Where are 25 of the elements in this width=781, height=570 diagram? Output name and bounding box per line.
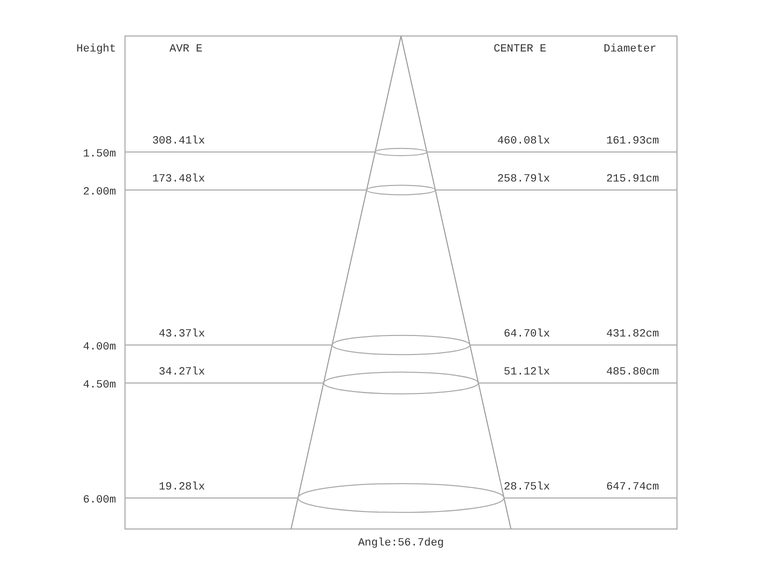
center-illuminance: 460.08lx: [497, 136, 550, 148]
height-value: 2.00m: [82, 186, 116, 200]
column-header: Diameter: [604, 44, 656, 56]
diameter-value: 647.74cm: [606, 482, 659, 494]
center-illuminance: 51.12lx: [504, 366, 550, 380]
diameter-value: 431.82cm: [606, 328, 659, 342]
height-value: 1.50m: [82, 148, 116, 162]
diameter-value: 485.80cm: [606, 366, 659, 380]
average-illuminance: 43.37lx: [158, 328, 205, 342]
average-illuminance: 308.41lx: [152, 136, 205, 148]
column-header: CENTER E: [494, 44, 546, 56]
average-illuminance: 34.27lx: [158, 366, 205, 380]
column-header: AVR E: [170, 44, 202, 56]
average-illuminance: 173.48lx: [152, 174, 205, 186]
center-illuminance: 28.75lx: [504, 482, 550, 494]
height-value: 4.00m: [82, 342, 116, 354]
diameter-value: 215.91cm: [606, 174, 659, 186]
center-illuminance: 258.79lx: [497, 174, 550, 186]
diameter-value: 161.93cm: [606, 136, 659, 148]
height-value: 4.50m: [82, 380, 116, 392]
column-header: Height: [76, 44, 116, 56]
beam-angle: Angle:56.7deg: [358, 538, 444, 550]
center-illuminance: 64.70lx: [504, 328, 550, 342]
height-value: 6.00m: [82, 494, 116, 508]
average-illuminance: 19.28lx: [158, 482, 205, 494]
